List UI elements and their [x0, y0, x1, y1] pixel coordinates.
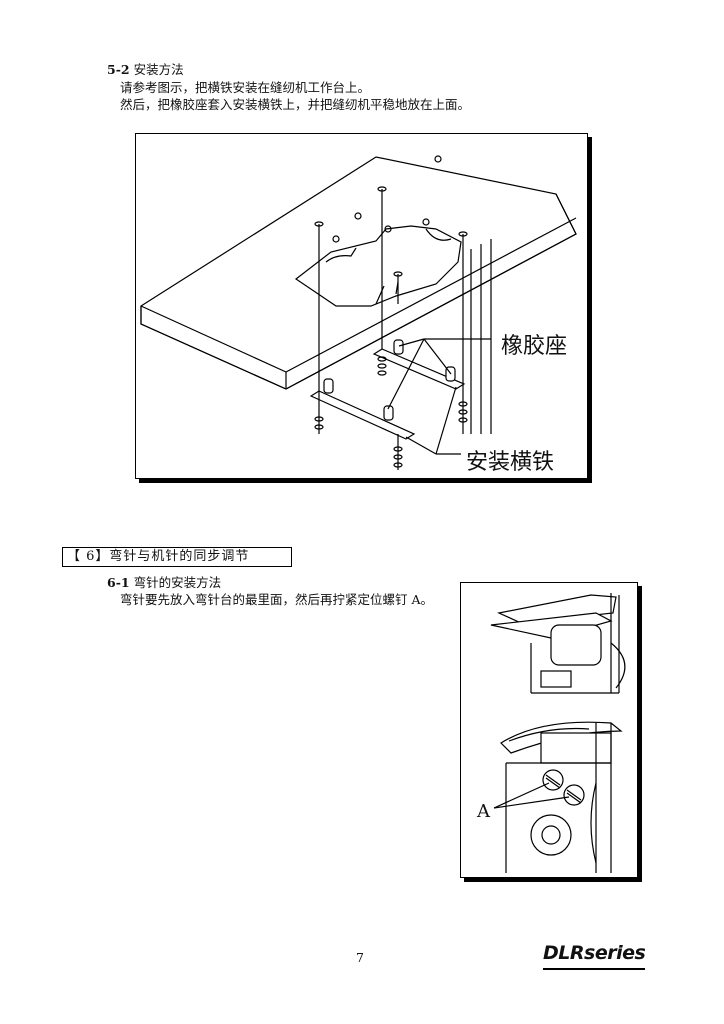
instruction-line-2: 然后，把橡胶座套入安装横铁上，并把缝纫机平稳地放在上面。	[120, 97, 471, 112]
section-title: 弯针的安装方法	[133, 575, 222, 590]
section-5-2-heading: 5-2 安装方法	[107, 62, 184, 78]
label-mount-bar: 安装横铁	[466, 450, 555, 475]
section-number: 6-1	[107, 575, 130, 590]
dlr-series-logo: DLRseries	[543, 942, 646, 970]
label-a: A	[477, 801, 490, 822]
label-rubber-seat: 橡胶座	[501, 334, 568, 359]
instruction-line-1: 请参考图示，把横铁安装在缝纫机工作台上。	[120, 80, 371, 95]
looper-instruction-line: 弯针要先放入弯针台的最里面，然后再拧紧定位螺钉 A。	[120, 592, 434, 607]
table-installation-drawing	[140, 155, 577, 470]
looper-figure: A	[460, 582, 638, 878]
section-title: 安装方法	[133, 62, 184, 77]
logo-underline	[543, 968, 645, 970]
page-number: 7	[356, 950, 364, 965]
logo-text: DLRseries	[543, 942, 646, 964]
looper-drawing	[490, 593, 626, 873]
section-6-1-heading: 6-1 弯针的安装方法	[107, 575, 221, 591]
chapter-6-heading: 【 6】弯针与机针的同步调节	[62, 547, 292, 567]
section-number: 5-2	[107, 62, 130, 77]
table-installation-figure: 橡胶座 安装横铁	[135, 133, 588, 479]
